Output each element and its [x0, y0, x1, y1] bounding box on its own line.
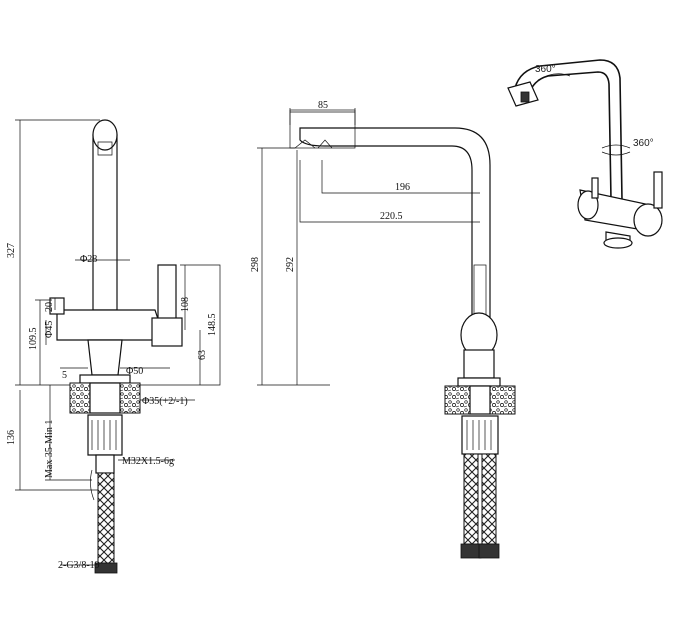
- left-hose-end: [94, 562, 118, 574]
- dim-85: 85: [318, 100, 328, 111]
- front-countertop-r: [489, 385, 516, 415]
- left-fixing-nut: [87, 414, 123, 456]
- left-spout-pipe: [92, 134, 118, 311]
- dim-136: 136: [6, 430, 17, 445]
- dim-108: 108: [180, 297, 191, 312]
- dim-g38: 2-G3/8-19: [58, 560, 100, 571]
- front-spray-head: [289, 109, 356, 149]
- dim-327: 327: [6, 243, 17, 258]
- front-fixing-nut: [461, 415, 499, 455]
- iso-rotation-top-arrow: [537, 73, 571, 81]
- left-spout-head: [92, 119, 118, 151]
- front-base-ring: [457, 377, 501, 387]
- front-elevation-view: 85 298 292 196 220.5: [250, 100, 516, 559]
- dim-148-5: 148.5: [207, 314, 218, 337]
- left-countertop-l: [69, 382, 91, 414]
- dim-220-5: 220.5: [380, 211, 403, 222]
- left-shank: [89, 382, 121, 414]
- front-spout: [299, 127, 491, 321]
- dim-phi28: Φ28: [80, 254, 97, 265]
- left-neck: [87, 339, 123, 376]
- left-body: [56, 309, 161, 341]
- front-hose-left: [463, 453, 479, 545]
- dim-phi45: Φ45: [44, 321, 55, 338]
- iso-rotation-mid-arrow: [601, 144, 631, 156]
- isometric-view: 360° 360°: [507, 59, 663, 249]
- left-hose: [97, 472, 115, 564]
- left-elevation-view: 327 136 109.5 Φ45 20 108 148.5 63 Φ28 5 …: [6, 119, 221, 574]
- iso-lever-right: [653, 171, 663, 209]
- left-handle-base: [151, 317, 183, 347]
- dim-298: 298: [250, 257, 261, 272]
- left-handle-left: [49, 297, 65, 315]
- dim-5: 5: [62, 370, 67, 381]
- dim-63: 63: [197, 350, 208, 360]
- iso-body-end-right: [633, 203, 663, 237]
- front-countertop-l: [444, 385, 471, 415]
- dim-292: 292: [285, 257, 296, 272]
- rotation-top-label: 360°: [535, 64, 556, 75]
- left-countertop-r: [119, 382, 141, 414]
- left-base-ring: [79, 374, 131, 384]
- iso-lever-left: [591, 177, 599, 199]
- dim-max35: Max 35-Min 1: [44, 420, 55, 478]
- front-shank: [469, 385, 491, 415]
- dim-20: 20: [44, 302, 55, 312]
- front-hose-end-left: [460, 543, 482, 559]
- rotation-mid-label: 360°: [633, 138, 654, 149]
- left-thread: [95, 454, 115, 474]
- iso-spout: [514, 59, 623, 201]
- dim-phi35: Φ35(+2/-1): [142, 396, 188, 407]
- front-hose-right: [481, 453, 497, 545]
- front-neck: [463, 349, 495, 379]
- front-hose-end-right: [478, 543, 500, 559]
- dim-196: 196: [395, 182, 410, 193]
- dim-109-5: 109.5: [28, 328, 39, 351]
- dim-phi50: Φ50: [126, 366, 143, 377]
- left-spout-outlet: [97, 141, 113, 156]
- dim-m32: M32X1.5-6g: [122, 456, 174, 467]
